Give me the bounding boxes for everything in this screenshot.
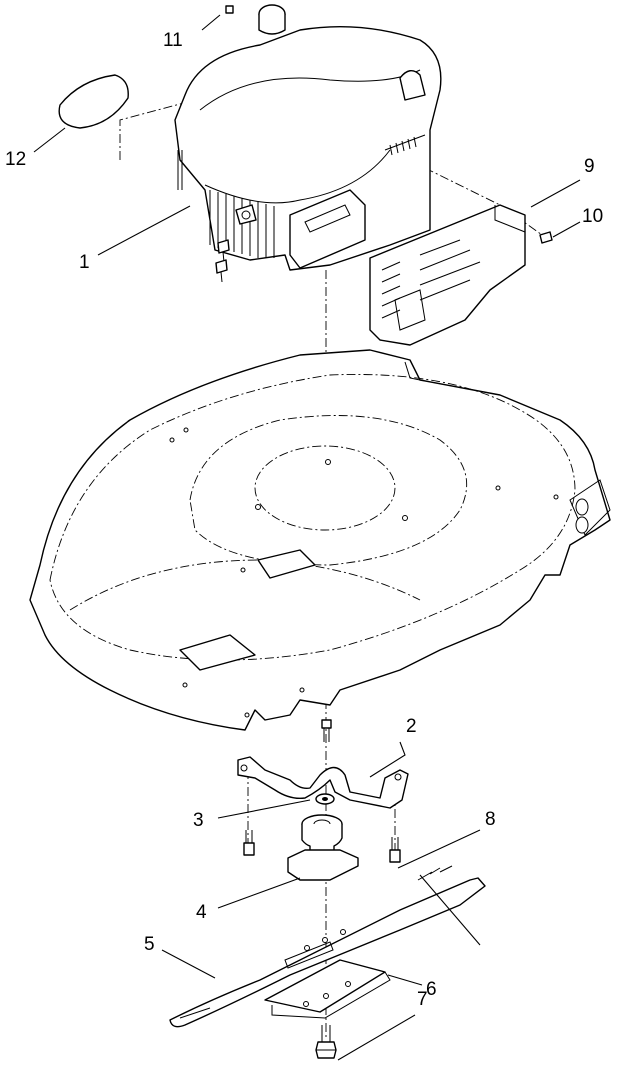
callout-11: 11	[163, 30, 183, 51]
callout-8: 8	[485, 809, 496, 830]
clip	[225, 5, 234, 14]
callout-3: 3	[193, 810, 204, 831]
callout-12: 12	[5, 149, 26, 170]
engine	[174, 4, 442, 283]
bracket-bolt-left	[243, 830, 255, 856]
callout-5: 5	[144, 934, 155, 955]
callout-1: 1	[79, 252, 90, 273]
callout-10: 10	[582, 206, 603, 227]
cap-cover	[58, 74, 129, 129]
callout-labels: 1 2 3 4 5 6 7 8 9 10 11 12	[5, 30, 603, 1010]
callout-leaders	[33, 14, 581, 1061]
bracket	[237, 756, 409, 809]
blade-plate	[264, 959, 391, 1019]
blade-bolt	[315, 1025, 337, 1059]
callout-4: 4	[196, 902, 207, 923]
blade-adapter	[287, 814, 359, 881]
callout-7: 7	[417, 989, 428, 1010]
callout-2: 2	[406, 716, 417, 737]
engine-bolt-top	[321, 719, 332, 742]
washer	[315, 793, 335, 805]
callout-9: 9	[584, 156, 595, 177]
callout-6: 6	[426, 979, 437, 1000]
blade	[169, 865, 486, 1028]
shield-screw	[539, 231, 553, 244]
mower-deck	[29, 349, 611, 731]
bracket-bolt-right	[389, 837, 401, 863]
muffler-shield	[369, 204, 526, 346]
shield-axis-line	[424, 167, 546, 238]
